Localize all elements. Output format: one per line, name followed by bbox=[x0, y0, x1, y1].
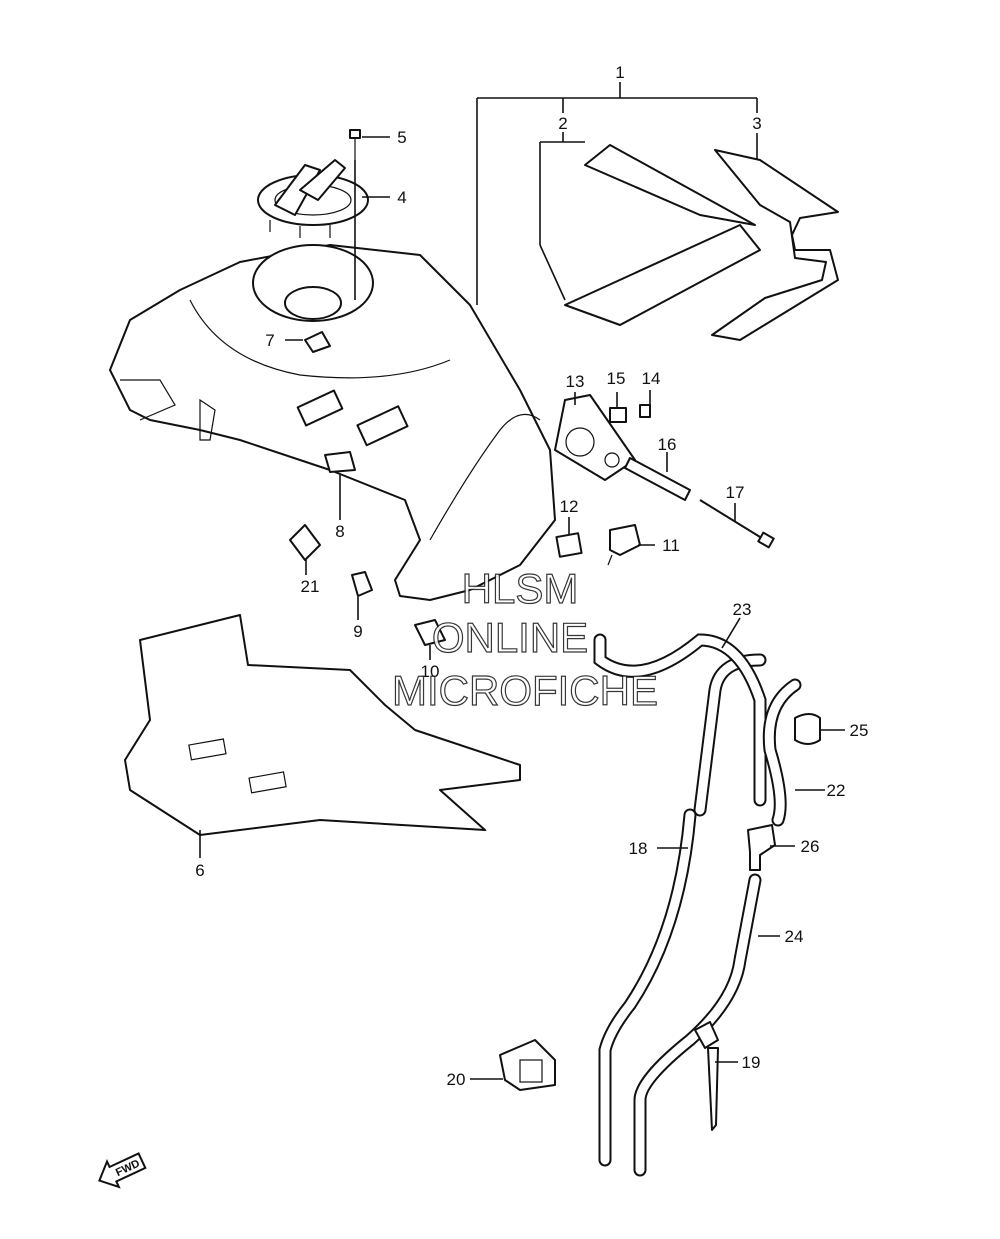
fuel-pump-assembly[interactable] bbox=[257, 159, 369, 238]
callout-5[interactable]: 5 bbox=[397, 128, 406, 147]
clip-part-20[interactable] bbox=[499, 1039, 556, 1091]
callout-18[interactable]: 18 bbox=[629, 839, 648, 858]
bolt-part-5[interactable] bbox=[349, 129, 361, 160]
collar-part-16[interactable] bbox=[624, 457, 691, 501]
screw-part-14[interactable] bbox=[639, 404, 651, 418]
watermark-line-1: HLSM bbox=[462, 565, 579, 612]
callout-3[interactable]: 3 bbox=[752, 114, 761, 133]
small-part-9[interactable] bbox=[351, 571, 373, 597]
callout-21[interactable]: 21 bbox=[301, 577, 320, 596]
callout-4[interactable]: 4 bbox=[397, 188, 406, 207]
callout-17[interactable]: 17 bbox=[726, 483, 745, 502]
callout-6[interactable]: 6 bbox=[195, 861, 204, 880]
leader-lines bbox=[199, 136, 845, 1080]
callout-8[interactable]: 8 bbox=[335, 522, 344, 541]
tank-seal-part-6[interactable] bbox=[124, 614, 521, 836]
callout-19[interactable]: 19 bbox=[742, 1053, 761, 1072]
callout-12[interactable]: 12 bbox=[560, 497, 579, 516]
callout-26[interactable]: 26 bbox=[801, 837, 820, 856]
watermark-line-3: MICROFICHE bbox=[392, 667, 658, 714]
callout-24[interactable]: 24 bbox=[785, 927, 804, 946]
bracket-part-13[interactable] bbox=[554, 394, 636, 481]
leader-group-1 bbox=[476, 82, 758, 305]
callout-labels: 1 2 3 4 5 6 7 8 9 10 11 12 13 14 15 16 1… bbox=[195, 63, 868, 1089]
joint-part-26[interactable] bbox=[747, 824, 776, 871]
callout-10[interactable]: 10 bbox=[421, 662, 440, 681]
cap-part-25[interactable] bbox=[794, 713, 821, 745]
callout-15[interactable]: 15 bbox=[607, 369, 626, 388]
hose-part-18[interactable] bbox=[598, 653, 767, 1167]
hose-part-22[interactable] bbox=[762, 678, 802, 827]
decal-set[interactable] bbox=[564, 144, 839, 341]
tie-part-19[interactable] bbox=[694, 1021, 719, 1131]
callout-7[interactable]: 7 bbox=[265, 331, 274, 350]
hose-part-24[interactable] bbox=[633, 873, 762, 1177]
callout-25[interactable]: 25 bbox=[850, 721, 869, 740]
hose-part-23[interactable] bbox=[593, 633, 767, 807]
callout-16[interactable]: 16 bbox=[658, 435, 677, 454]
callout-2[interactable]: 2 bbox=[558, 114, 567, 133]
callout-14[interactable]: 14 bbox=[642, 369, 661, 388]
small-part-11[interactable] bbox=[607, 524, 641, 566]
callout-11[interactable]: 11 bbox=[662, 536, 680, 555]
fuel-tank[interactable] bbox=[109, 244, 556, 601]
callout-9[interactable]: 9 bbox=[353, 622, 362, 641]
bolt-part-17[interactable] bbox=[699, 499, 775, 549]
callout-20[interactable]: 20 bbox=[447, 1070, 466, 1089]
nut-part-15[interactable] bbox=[609, 407, 627, 423]
forward-arrow-icon: FWD bbox=[98, 1152, 147, 1189]
callout-23[interactable]: 23 bbox=[733, 600, 752, 619]
small-part-12[interactable] bbox=[555, 532, 583, 558]
watermark-line-2: ONLINE bbox=[432, 614, 588, 661]
callout-13[interactable]: 13 bbox=[566, 372, 585, 391]
callout-1[interactable]: 1 bbox=[615, 63, 624, 82]
callout-22[interactable]: 22 bbox=[827, 781, 846, 800]
watermark: HLSM ONLINE MICROFICHE bbox=[391, 564, 658, 714]
small-part-21[interactable] bbox=[289, 524, 321, 561]
small-part-10[interactable] bbox=[414, 619, 446, 646]
